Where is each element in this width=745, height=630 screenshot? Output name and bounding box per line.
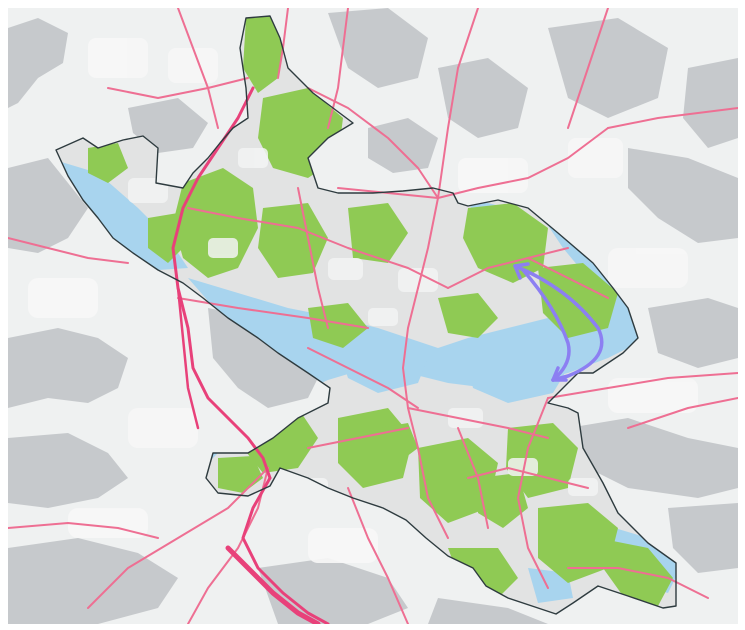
route-arrow-icon <box>513 262 604 382</box>
route-arrowhead-bottom <box>551 366 568 382</box>
city-boundary <box>55 15 677 615</box>
urban-patches <box>128 148 598 496</box>
major-highway <box>171 86 330 624</box>
map-canvas[interactable] <box>8 8 738 624</box>
outside-land-blocks <box>28 38 698 563</box>
outside-water <box>8 8 738 624</box>
route-arrowhead-top <box>513 262 530 280</box>
route-line-outer <box>513 264 604 382</box>
route-line-inner <box>521 268 571 382</box>
